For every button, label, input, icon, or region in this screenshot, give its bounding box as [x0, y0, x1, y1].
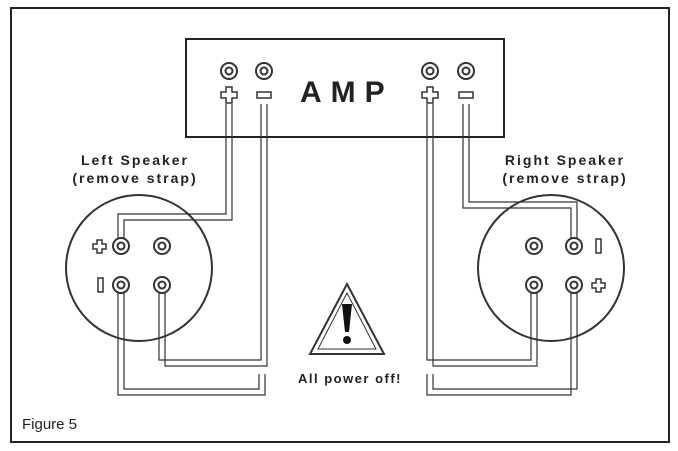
- figure-frame: [10, 7, 670, 443]
- wire-left-negative: [158, 104, 268, 367]
- right-speaker-plus-symbol: [591, 278, 606, 293]
- right-speaker-terminal-top-left: [525, 237, 543, 255]
- amp-left-minus-symbol: [256, 91, 272, 99]
- left-speaker-name: Left Speaker: [80, 152, 190, 168]
- left-speaker-terminal-bottom-left: [112, 276, 130, 294]
- figure-caption: Figure 5: [22, 416, 78, 433]
- amp-right-minus-symbol: [458, 91, 474, 99]
- right-speaker-terminal-bottom-right: [565, 276, 583, 294]
- wire-left-strap-loop: [117, 293, 266, 396]
- wire-left-positive: [117, 104, 233, 238]
- amp-right-positive-terminal: [421, 62, 439, 80]
- right-speaker-note: (remove strap): [502, 170, 628, 186]
- left-speaker-terminal-bottom-right: [153, 276, 171, 294]
- right-speaker-outline: [477, 194, 625, 342]
- warning-text: All power off!: [297, 371, 403, 386]
- right-speaker-terminal-bottom-left: [525, 276, 543, 294]
- left-speaker-label: Left Speaker (remove strap): [40, 151, 230, 187]
- amp-box: [185, 38, 505, 138]
- amp-right-plus-symbol: [421, 86, 439, 104]
- left-speaker-minus-symbol: [97, 277, 104, 293]
- wire-right-strap-loop: [426, 293, 578, 396]
- right-speaker-name: Right Speaker: [504, 152, 626, 168]
- left-speaker-note: (remove strap): [72, 170, 198, 186]
- left-speaker-terminal-top-left: [112, 237, 130, 255]
- warning-icon: [308, 281, 386, 355]
- left-speaker-plus-symbol: [92, 239, 107, 254]
- wire-right-positive: [426, 104, 538, 367]
- left-speaker-outline: [65, 194, 213, 342]
- left-speaker-terminal-top-right: [153, 237, 171, 255]
- amp-left-negative-terminal: [255, 62, 273, 80]
- right-speaker-minus-symbol: [595, 238, 602, 254]
- wire-right-negative: [462, 104, 578, 238]
- amp-right-negative-terminal: [457, 62, 475, 80]
- amp-left-plus-symbol: [220, 86, 238, 104]
- right-speaker-terminal-top-right: [565, 237, 583, 255]
- amp-label: AMP: [300, 76, 394, 109]
- amp-left-positive-terminal: [220, 62, 238, 80]
- right-speaker-label: Right Speaker (remove strap): [470, 151, 660, 187]
